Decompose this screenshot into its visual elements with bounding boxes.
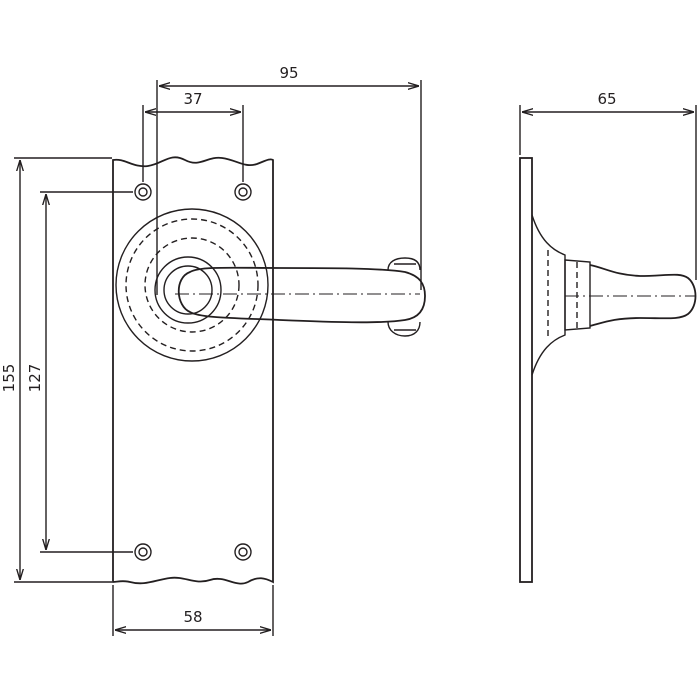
lever-end-curl-bottom (387, 321, 421, 337)
dim-label-58: 58 (183, 608, 202, 626)
lever-end-curl-top (387, 257, 421, 271)
lever-handle (177, 266, 426, 324)
dimension-155: 155 (0, 157, 112, 583)
fixing-hole-bottom-left (134, 543, 152, 561)
dim-label-127: 127 (26, 364, 44, 393)
dim-label-95: 95 (279, 64, 298, 82)
rose-dashed-outer (125, 218, 259, 352)
fixing-hole-bottom-right (234, 543, 252, 561)
fixing-hole-top-right (234, 183, 252, 201)
rose-boss-inner (163, 265, 213, 315)
backplate-outline (112, 156, 274, 585)
fixing-hole-top-left (134, 183, 152, 201)
dim-label-65: 65 (597, 90, 616, 108)
side-neck (564, 259, 591, 331)
dimension-37: 37 (142, 90, 244, 182)
rose-outer (115, 208, 269, 362)
rose-boss (154, 256, 222, 324)
side-view (519, 157, 697, 583)
dimension-58: 58 (112, 585, 274, 636)
front-view (112, 156, 426, 585)
side-backplate (519, 157, 533, 583)
rose-dashed-inner (144, 237, 240, 333)
dimension-65: 65 (519, 90, 697, 280)
dim-label-155: 155 (0, 364, 18, 393)
dim-label-37: 37 (183, 90, 202, 108)
dimension-127: 127 (26, 191, 133, 553)
